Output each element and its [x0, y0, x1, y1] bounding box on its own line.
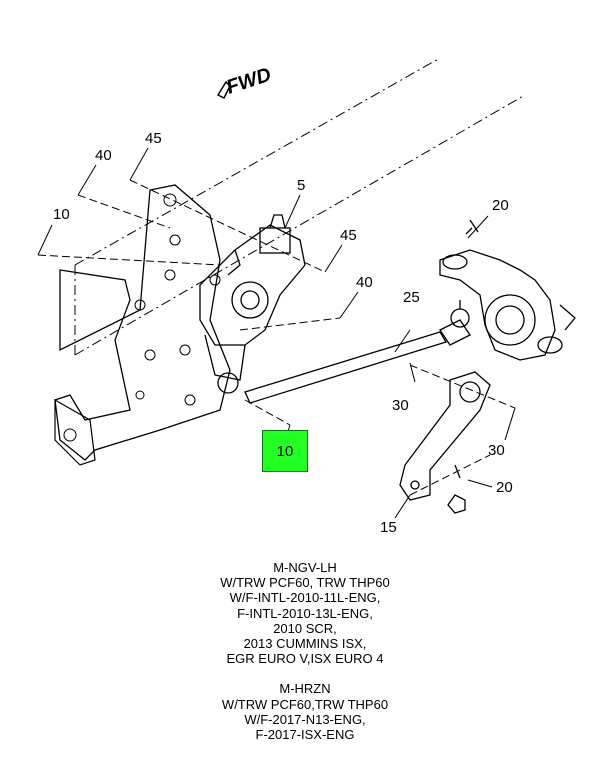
callout-10-top[interactable]: 10	[53, 206, 70, 223]
callout-15[interactable]: 15	[380, 519, 397, 536]
note-line: 2013 CUMMINS ISX,	[243, 636, 367, 652]
callout-45-top[interactable]: 45	[145, 130, 162, 147]
note-line: F-2017-ISX-ENG	[255, 727, 355, 743]
highlighted-callout-label: 10	[276, 442, 294, 460]
bracket-holes	[63, 193, 221, 442]
frame-rail-phantom	[74, 57, 526, 356]
note-line: W/F-INTL-2010-11L-ENG,	[229, 590, 381, 606]
note-line: F-INTL-2010-13L-ENG,	[237, 605, 373, 621]
fwd-label: FWD	[224, 64, 274, 99]
callout-20-bottom[interactable]: 20	[496, 479, 513, 496]
callout-20-top[interactable]: 20	[492, 197, 509, 214]
note-line: W/F-2017-N13-ENG,	[244, 711, 366, 727]
pitman-arm	[399, 371, 491, 514]
note-line: M-HRZN	[279, 681, 331, 697]
steering-gear	[199, 214, 306, 394]
leader-lines	[37, 179, 516, 496]
callout-labels: 5 20 45 45 40 40 10 25 30 30 20 15	[53, 130, 513, 536]
note-line: EGR EURO V,ISX EURO 4	[226, 651, 384, 667]
bracket-flange	[54, 398, 96, 466]
note-line: 2010 SCR,	[273, 620, 337, 636]
note-line: M-NGV-LH	[273, 560, 337, 575]
steering-gear-diagram: FWD 5 20 45 45 40 40 10 25 30 30 20 15	[37, 57, 576, 536]
note-line: W/TRW PCF60, TRW THP60	[220, 575, 390, 591]
callout-ticks	[37, 147, 516, 519]
frame-bracket	[54, 184, 231, 461]
applicability-notes: M-NGV-LH W/TRW PCF60, TRW THP60 W/F-INTL…	[0, 560, 610, 757]
drag-link	[244, 300, 471, 404]
callout-40-top[interactable]: 40	[95, 147, 112, 164]
callout-45-mid[interactable]: 45	[340, 227, 357, 244]
steering-knuckle	[439, 219, 576, 361]
callout-30-left[interactable]: 30	[392, 397, 409, 414]
note-block-ngv: M-NGV-LH W/TRW PCF60, TRW THP60 W/F-INTL…	[0, 560, 610, 666]
callout-5[interactable]: 5	[297, 177, 305, 194]
fwd-arrow: FWD	[216, 64, 274, 100]
callout-30-right[interactable]: 30	[488, 442, 505, 459]
note-block-hrzn: M-HRZN W/TRW PCF60,TRW THP60 W/F-2017-N1…	[0, 681, 610, 742]
callout-40-mid[interactable]: 40	[356, 274, 373, 291]
note-line: W/TRW PCF60,TRW THP60	[221, 696, 389, 712]
highlighted-callout-10[interactable]: 10	[262, 430, 308, 472]
callout-25[interactable]: 25	[403, 289, 420, 306]
